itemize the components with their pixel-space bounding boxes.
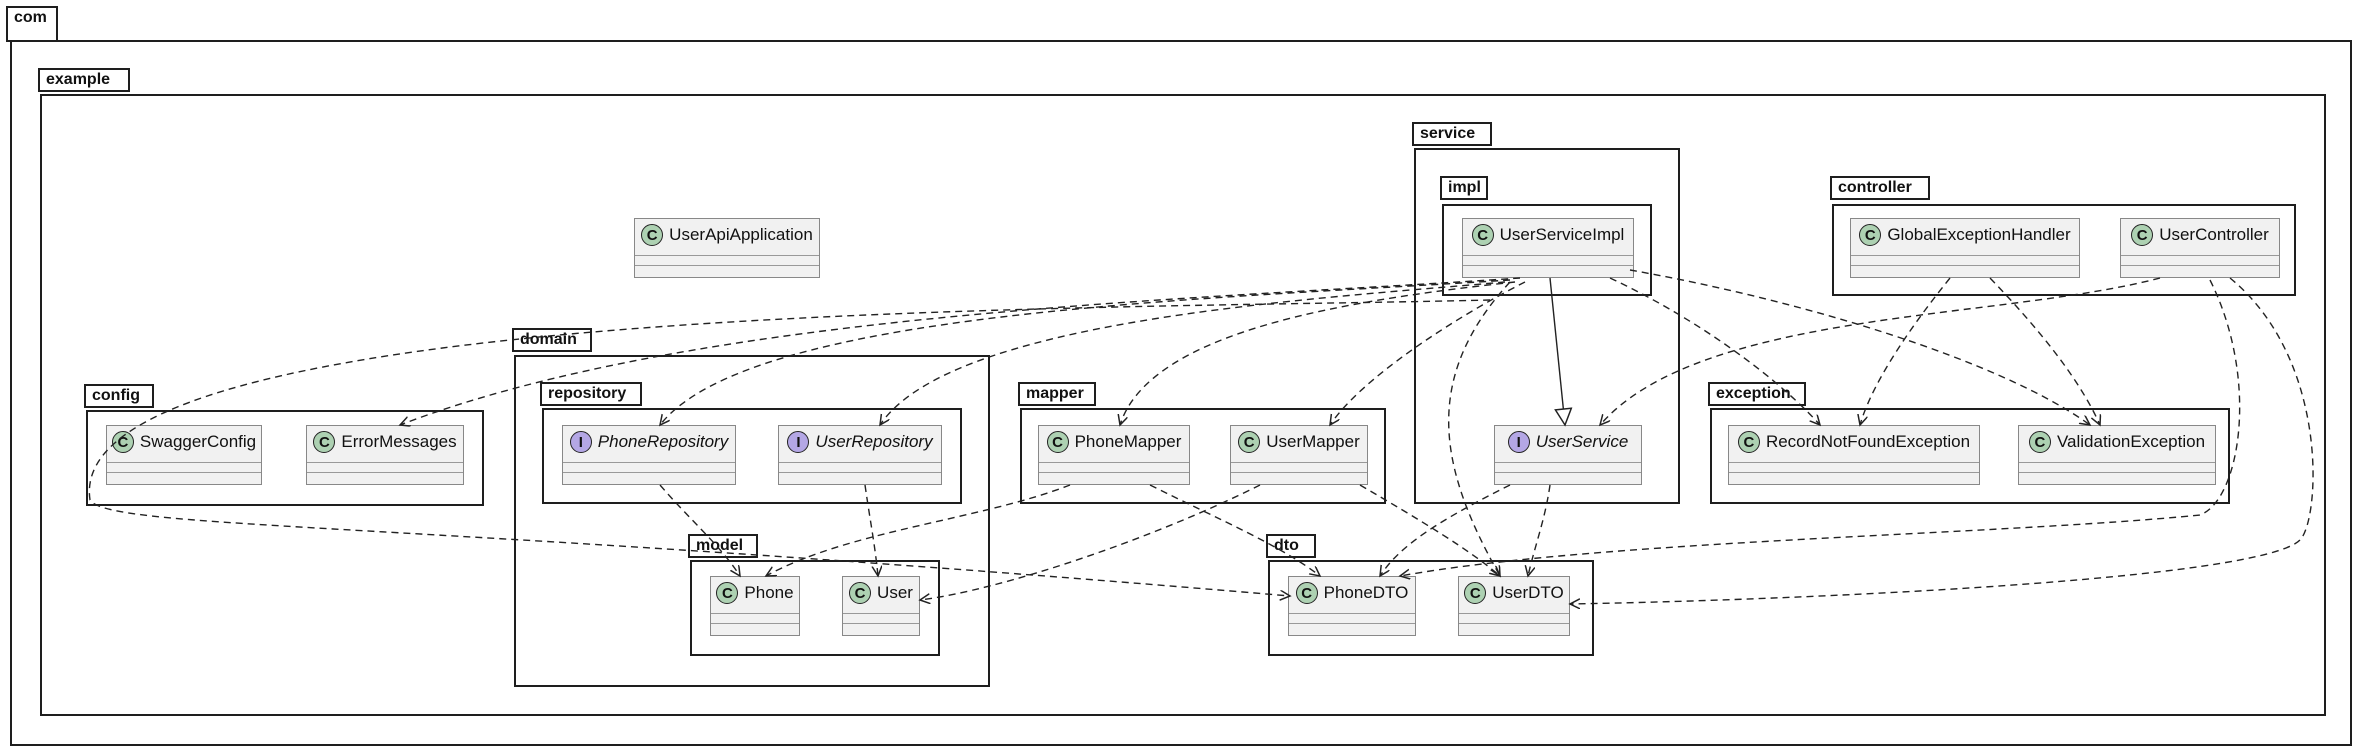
class-stereotype-icon: C [313, 431, 336, 453]
class-recordnotfoundexception[interactable]: C RecordNotFoundException [1728, 425, 1980, 485]
class-userrepository[interactable]: I UserRepository [778, 425, 942, 485]
class-user[interactable]: C User [842, 576, 920, 636]
class-name: UserServiceImpl [1499, 225, 1625, 244]
class-userserviceimpl[interactable]: C UserServiceImpl [1462, 218, 1634, 278]
class-name: PhoneDTO [1323, 583, 1409, 602]
class-phonedto[interactable]: C PhoneDTO [1288, 576, 1416, 636]
class-swaggerconfig[interactable]: C SwaggerConfig [106, 425, 262, 485]
class-stereotype-icon: C [1737, 431, 1760, 453]
interface-stereotype-icon: I [787, 431, 810, 453]
package-config-label: config [84, 384, 154, 408]
class-stereotype-icon: C [1464, 582, 1487, 604]
package-example [40, 94, 2326, 716]
class-name: RecordNotFoundException [1765, 432, 1971, 451]
interface-stereotype-icon: I [1507, 431, 1530, 453]
class-name: PhoneRepository [597, 432, 729, 451]
class-name: GlobalExceptionHandler [1887, 225, 2071, 244]
class-name: ValidationException [2056, 432, 2206, 451]
class-name: UserMapper [1266, 432, 1360, 451]
class-name: UserService [1535, 432, 1629, 451]
class-stereotype-icon: C [641, 224, 664, 246]
class-usermapper[interactable]: C UserMapper [1230, 425, 1368, 485]
package-service-label: service [1412, 122, 1492, 146]
package-repository-label: repository [540, 382, 642, 406]
class-globalexceptionhandler[interactable]: C GlobalExceptionHandler [1850, 218, 2080, 278]
interface-stereotype-icon: I [569, 431, 592, 453]
class-name: ErrorMessages [341, 432, 457, 451]
package-domain-label: domain [512, 328, 592, 352]
class-name: User [877, 583, 913, 602]
class-phonemapper[interactable]: C PhoneMapper [1038, 425, 1190, 485]
class-stereotype-icon: C [1046, 431, 1069, 453]
class-usercontroller[interactable]: C UserController [2120, 218, 2280, 278]
class-stereotype-icon: C [1238, 431, 1261, 453]
package-controller-label: controller [1830, 176, 1930, 200]
class-name: UserController [2159, 225, 2269, 244]
package-com [10, 40, 2352, 746]
package-mapper-label: mapper [1018, 382, 1096, 406]
class-userapiapplication[interactable]: C UserApiApplication [634, 218, 820, 278]
class-phone[interactable]: C Phone [710, 576, 800, 636]
class-name: UserRepository [815, 432, 933, 451]
package-dto-label: dto [1266, 534, 1316, 558]
class-name: PhoneMapper [1074, 432, 1182, 451]
class-stereotype-icon: C [849, 582, 872, 604]
package-example-label: example [38, 68, 130, 92]
class-name: UserDTO [1492, 583, 1564, 602]
class-stereotype-icon: C [1859, 224, 1882, 246]
class-phonerepository[interactable]: I PhoneRepository [562, 425, 736, 485]
class-stereotype-icon: C [111, 431, 134, 453]
class-stereotype-icon: C [2028, 431, 2051, 453]
class-name: SwaggerConfig [139, 432, 257, 451]
package-impl-label: impl [1440, 176, 1488, 200]
class-name: UserApiApplication [669, 225, 813, 244]
package-com-label: com [6, 6, 58, 42]
package-exception-label: exception [1708, 382, 1806, 406]
class-stereotype-icon: C [716, 582, 739, 604]
class-validationexception[interactable]: C ValidationException [2018, 425, 2216, 485]
package-model-label: model [688, 534, 758, 558]
class-userdto[interactable]: C UserDTO [1458, 576, 1570, 636]
class-stereotype-icon: C [2131, 224, 2154, 246]
class-stereotype-icon: C [1295, 582, 1318, 604]
class-errormessages[interactable]: C ErrorMessages [306, 425, 464, 485]
class-name: Phone [744, 583, 794, 602]
class-userservice[interactable]: I UserService [1494, 425, 1642, 485]
class-stereotype-icon: C [1471, 224, 1494, 246]
